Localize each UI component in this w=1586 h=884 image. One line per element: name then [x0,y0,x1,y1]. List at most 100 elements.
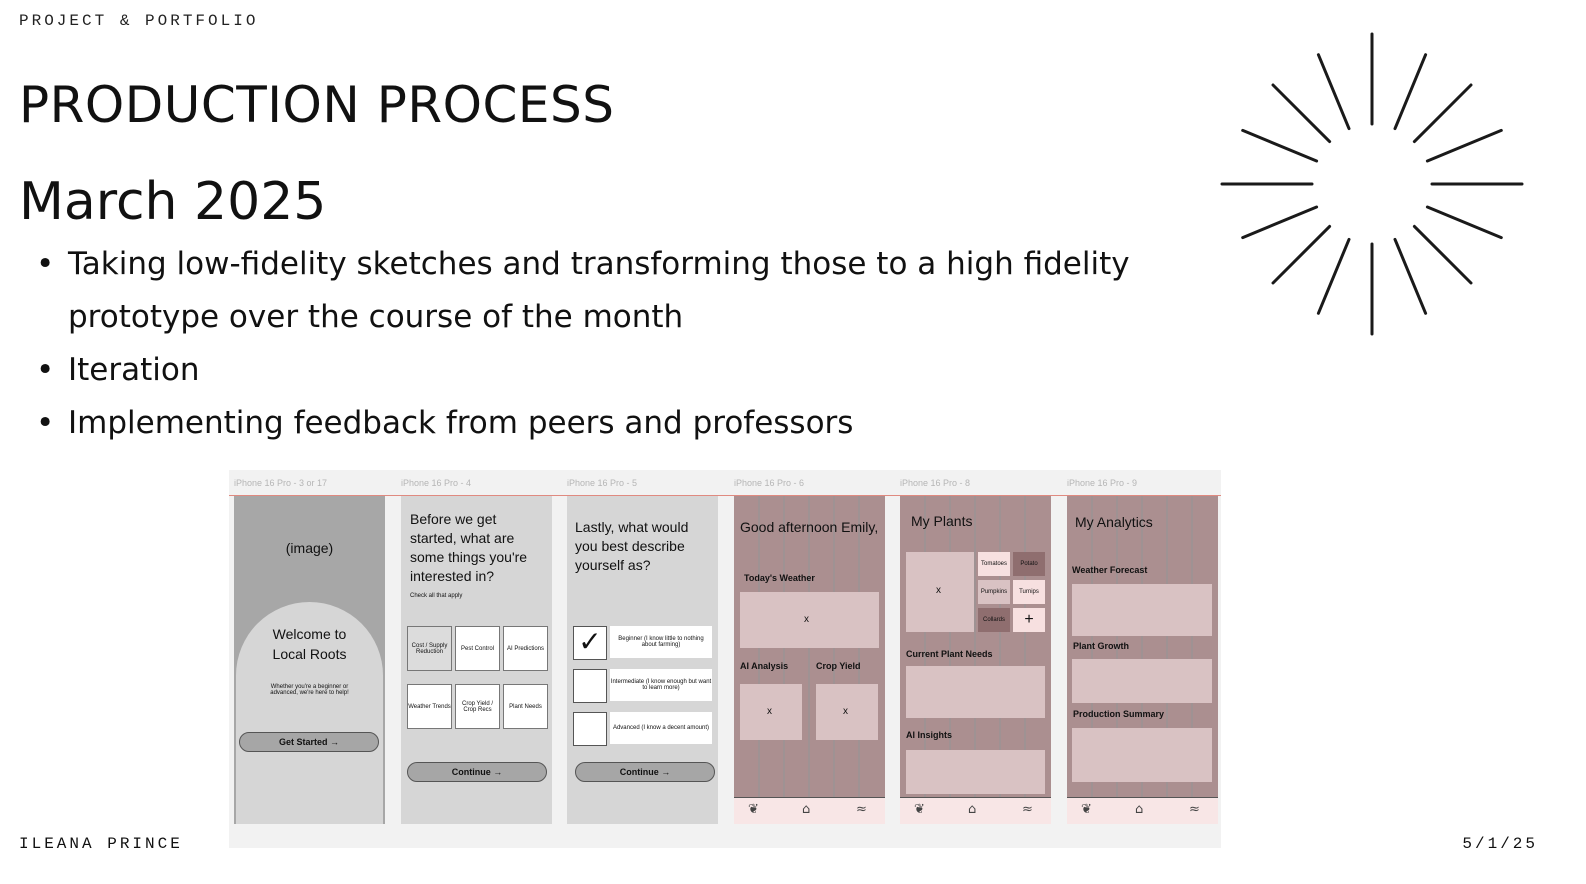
plant-icon[interactable]: ❦ [914,802,925,817]
frame-label: iPhone 16 Pro - 6 [734,478,805,488]
growth-card [1072,659,1212,703]
burst-ray [1241,205,1319,240]
plants-screen: My Plants x Tomatoes Potato Pumpkins Tur… [900,496,1051,824]
grid-column [858,496,860,824]
plant-icon[interactable]: ❦ [1081,802,1092,817]
burst-ray [1316,53,1351,131]
continue-button[interactable]: Continue → [575,762,715,782]
add-plant-button[interactable]: + [1013,608,1045,632]
burst-ray [1425,205,1503,240]
bullet-list: Taking low-fidelity sketches and transfo… [36,238,1186,450]
weather-card: x [740,592,879,648]
summary-label: Production Summary [1073,709,1165,719]
ai-analysis-label: AI Analysis [740,661,789,671]
welcome-screen: (image) Welcome to Local Roots Whether y… [234,496,385,824]
welcome-card: Welcome to Local Roots Whether you're a … [236,602,383,824]
forecast-label: Weather Forecast [1072,565,1148,575]
grid-column [833,496,835,824]
crop-yield-card: x [816,684,878,740]
analytics-icon[interactable]: ≈ [856,802,867,817]
crop-yield-label: Crop Yield [816,661,861,671]
beginner-checkbox[interactable]: ✓ [573,626,607,660]
analytics-icon[interactable]: ≈ [1022,802,1033,817]
eyebrow-label: PROJECT & PORTFOLIO [19,12,259,30]
plant-tile[interactable]: Turnips [1013,580,1045,604]
plant-tile[interactable]: Collards [978,608,1010,632]
interest-option[interactable]: Cost / Supply Reduction [407,626,452,671]
grid-column [758,496,760,824]
continue-button[interactable]: Continue → [407,762,547,782]
bottom-nav: ❦ ⌂ ≈ [900,797,1051,824]
experience-option: Beginner (I know little to nothing about… [610,626,712,658]
grid-column [924,496,926,824]
grid-column [974,496,976,824]
analytics-icon[interactable]: ≈ [1189,802,1200,817]
greeting: Good afternoon Emily, [740,519,879,535]
interest-option[interactable]: Pest Control [455,626,500,671]
frame-label: iPhone 16 Pro - 8 [900,478,971,488]
bottom-nav: ❦ ⌂ ≈ [1067,797,1218,824]
burst-ray [1425,128,1503,163]
grid-column [783,496,785,824]
bullet-item: Iteration [36,344,1186,397]
burst-ray [1271,224,1332,285]
burst-ray [1412,224,1473,285]
intermediate-checkbox[interactable] [573,669,607,703]
welcome-title: Welcome to Local Roots [272,626,347,662]
get-started-button[interactable]: Get Started → [239,732,379,752]
burst-ray [1393,53,1428,131]
analytics-title: My Analytics [1075,514,1153,530]
frame-label: iPhone 16 Pro - 5 [567,478,638,488]
home-icon[interactable]: ⌂ [802,802,811,817]
grid-column [1024,496,1026,824]
home-screen: Good afternoon Emily, Today's Weather x … [734,496,885,824]
analytics-screen: My Analytics Weather Forecast Plant Grow… [1067,496,1218,824]
frame-label: iPhone 16 Pro - 9 [1067,478,1138,488]
grid-column [808,496,810,824]
experience-option: Intermediate (I know enough but want to … [610,669,712,701]
placeholder-mark: x [843,706,848,717]
interest-option[interactable]: AI Predictions [503,626,548,671]
plant-needs-card [906,666,1045,718]
frame-guide-line [229,495,1221,496]
frame-label: iPhone 16 Pro - 3 or 17 [234,478,328,488]
advanced-checkbox[interactable] [573,712,607,746]
interests-question: Before we get started, what are some thi… [410,511,528,584]
interests-screen: Before we get started, what are some thi… [401,496,552,824]
bullet-item: Implementing feedback from peers and pro… [36,397,1186,450]
interests-hint: Check all that apply [410,593,463,599]
author-name: ILEANA PRINCE [19,835,183,853]
plant-icon[interactable]: ❦ [748,802,759,817]
interest-option[interactable]: Plant Needs [503,684,548,729]
interest-option[interactable]: Weather Trends [407,684,452,729]
bottom-nav: ❦ ⌂ ≈ [734,797,885,824]
plant-tile[interactable]: Pumpkins [978,580,1010,604]
grid-column [999,496,1001,824]
home-icon[interactable]: ⌂ [968,802,977,817]
bullet-item: Taking low-fidelity sketches and transfo… [36,238,1186,344]
burst-ray [1412,83,1473,144]
plant-needs-label: Current Plant Needs [906,649,993,659]
prototype-screens: iPhone 16 Pro - 3 or 17 (image) Welcome … [229,470,1221,848]
interest-option[interactable]: Crop Yield / Crop Recs [455,684,500,729]
home-icon[interactable]: ⌂ [1135,802,1144,817]
plant-tile[interactable]: Tomatoes [978,552,1010,576]
ai-insights-label: AI Insights [906,730,953,740]
placeholder-mark: x [804,614,809,625]
slide-title: PRODUCTION PROCESS [19,76,615,134]
burst-ray [1271,83,1332,144]
sunburst-icon [1220,32,1524,336]
growth-label: Plant Growth [1073,641,1129,651]
burst-ray [1393,237,1428,315]
frame-label: iPhone 16 Pro - 4 [401,478,472,488]
weather-label: Today's Weather [744,573,815,583]
placeholder-mark: x [936,585,941,596]
plant-tile[interactable]: Potato [1013,552,1045,576]
placeholder-mark: x [767,706,772,717]
grid-column [949,496,951,824]
welcome-body: Whether you're a beginner or advanced, w… [270,684,349,696]
experience-option: Advanced (I know a decent amount) [610,712,712,744]
plants-title: My Plants [911,513,973,529]
slide-subtitle: March 2025 [19,172,327,232]
image-placeholder: (image) [285,540,334,556]
